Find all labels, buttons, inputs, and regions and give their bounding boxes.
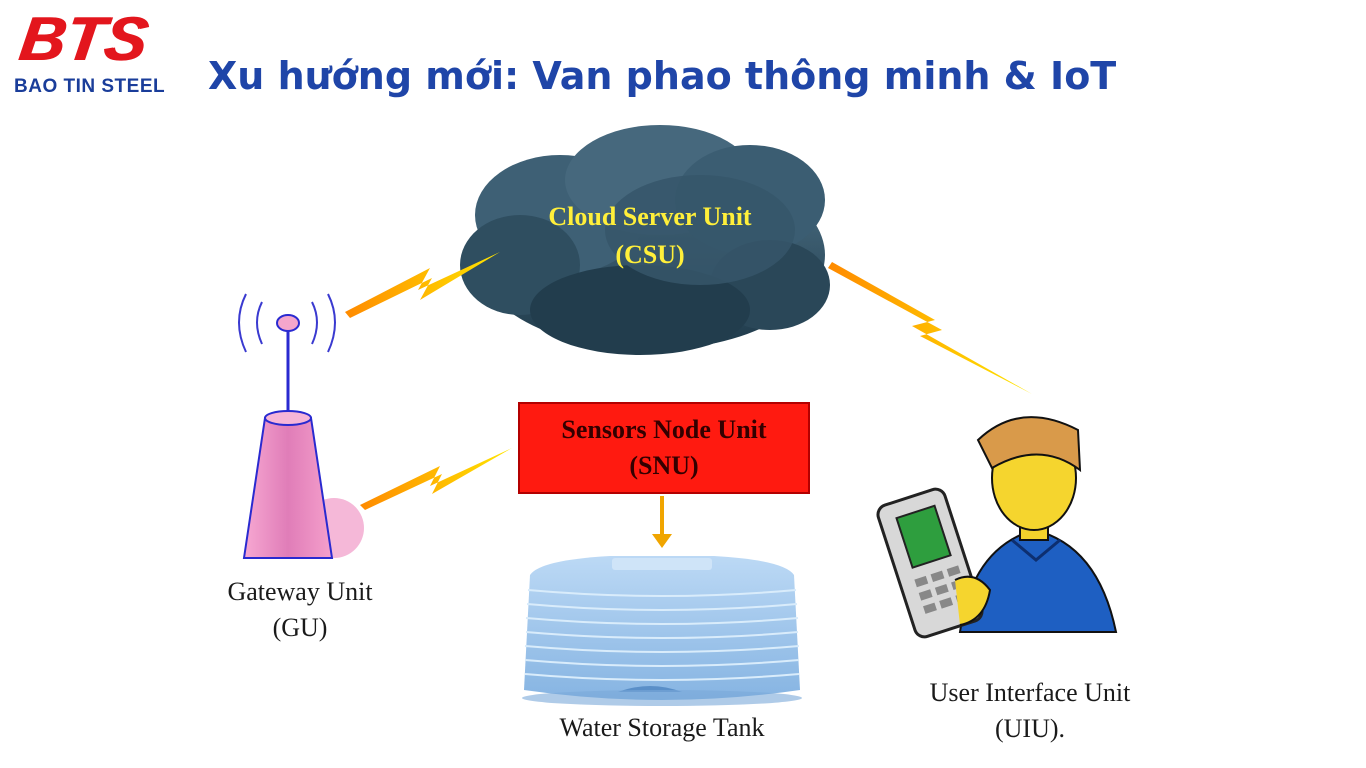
csu-label-line2: (CSU)	[615, 240, 685, 269]
snu-box: Sensors Node Unit (SNU)	[518, 402, 810, 494]
gu-label-line2: (GU)	[272, 613, 328, 642]
arrow-down-icon	[652, 496, 672, 548]
page-title: Xu hướng mới: Van phao thông minh & IoT	[208, 54, 1117, 98]
snu-label: Sensors Node Unit (SNU)	[520, 412, 808, 484]
lightning-icon	[828, 262, 1032, 394]
snu-label-line2: (SNU)	[629, 451, 699, 480]
brand-logo: BTS BAO TIN STEEL	[14, 5, 196, 98]
user-phone-icon	[876, 416, 1118, 639]
csu-label: Cloud Server Unit (CSU)	[500, 198, 800, 274]
gu-label: Gateway Unit (GU)	[190, 574, 410, 646]
tank-label-line1: Water Storage Tank	[559, 713, 765, 742]
uiu-label-line1: User Interface Unit	[929, 678, 1131, 707]
uiu-label-line2: (UIU).	[994, 714, 1066, 743]
snu-label-line1: Sensors Node Unit	[561, 415, 767, 444]
csu-label-line1: Cloud Server Unit	[548, 202, 752, 231]
gu-label-line1: Gateway Unit	[227, 577, 373, 606]
uiu-label: User Interface Unit (UIU).	[890, 675, 1170, 747]
lightning-icon	[360, 448, 512, 510]
lightning-icon	[345, 252, 500, 318]
logo-name: BAO TIN STEEL	[14, 76, 166, 97]
cloud-icon	[460, 125, 830, 355]
water-tank-icon	[522, 556, 802, 706]
tank-label: Water Storage Tank	[512, 710, 812, 746]
antenna-icon	[238, 293, 364, 559]
